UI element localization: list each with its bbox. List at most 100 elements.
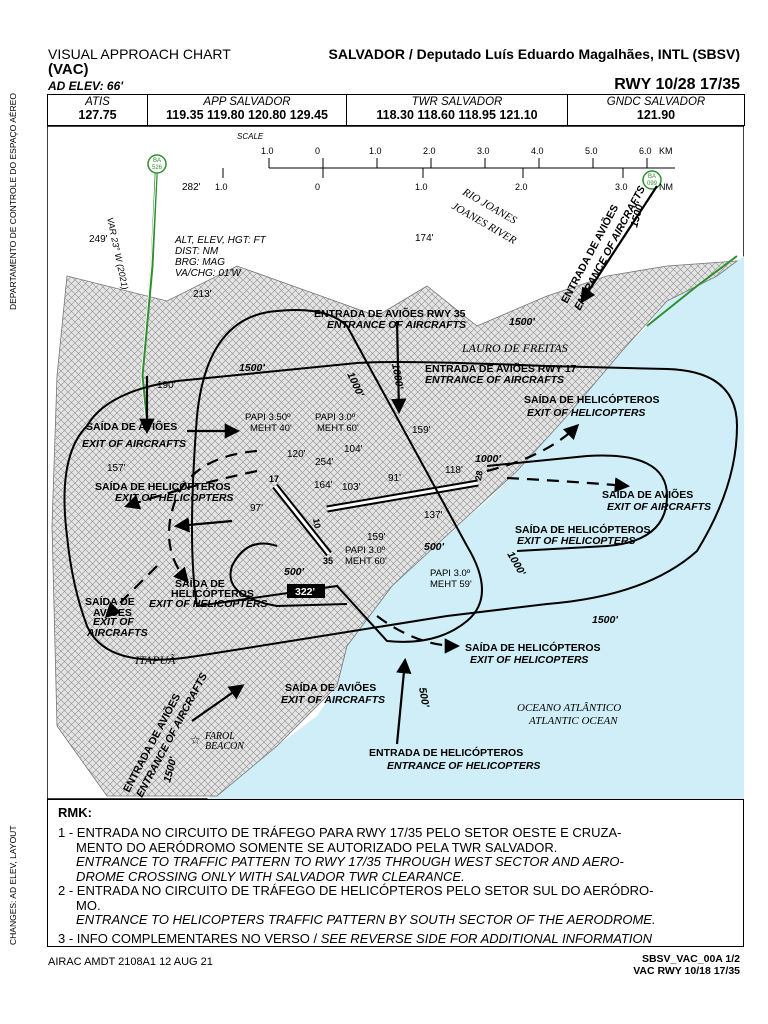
remark-2-pt: 2 - ENTRADA NO CIRCUITO DE TRÁFEGO DE HE… — [58, 883, 654, 913]
svg-text:282': 282' — [182, 182, 201, 193]
document-id: SBSV_VAC_00A 1/2 VAC RWY 10/18 17/35 — [633, 953, 740, 977]
beacon-icon: ☆ — [190, 733, 201, 747]
nm-tick-label: 3.0 — [615, 182, 628, 192]
svg-text:EXIT OF AIRCRAFTS: EXIT OF AIRCRAFTS — [82, 438, 186, 450]
remark-1-en: ENTRANCE TO TRAFFIC PATTERN TO RWY 17/35… — [76, 854, 624, 884]
spot-elevations: 282' 249' 213' 174' 190' 157' 120' 254' … — [89, 182, 463, 543]
svg-text:PAPI 3.0º: PAPI 3.0º — [345, 545, 386, 556]
runway-end-28: 28 — [473, 470, 485, 482]
svg-text:174': 174' — [415, 233, 434, 244]
svg-text:526: 526 — [152, 165, 163, 171]
svg-text:SAÍDA DE: SAÍDA DE — [85, 595, 135, 608]
svg-text:ENTRADA DE HELICÓPTEROS: ENTRADA DE HELICÓPTEROS — [369, 746, 523, 759]
ad-elevation: AD ELEV: 66' — [48, 79, 124, 93]
svg-text:SAÍDA DE HELICÓPTEROS: SAÍDA DE HELICÓPTEROS — [515, 523, 651, 536]
legend-line: DIST: NM — [175, 246, 219, 257]
svg-text:EXIT OF HELICOPTERS: EXIT OF HELICOPTERS — [527, 407, 645, 419]
place-lauro-de-freitas: LAURO DE FREITAS — [461, 341, 568, 355]
svg-text:254': 254' — [315, 457, 334, 468]
svg-text:ENTRADA DE AVIÕES RWY 35: ENTRADA DE AVIÕES RWY 35 — [314, 307, 466, 320]
remark-1-pt: 1 - ENTRADA NO CIRCUITO DE TRÁFEGO PARA … — [58, 825, 622, 855]
svg-text:157': 157' — [107, 463, 126, 474]
nm-tick-label: 0 — [315, 182, 320, 192]
km-tick-label: 4.0 — [531, 146, 544, 156]
remark-2-en: ENTRANCE TO HELICOPTERS TRAFFIC PATTERN … — [58, 912, 656, 927]
svg-text:1500': 1500' — [509, 316, 535, 328]
svg-text:213': 213' — [193, 289, 212, 300]
svg-text:BA: BA — [153, 158, 161, 164]
legend-line: VA/CHG: 01'W — [175, 268, 242, 279]
km-tick-label: 2.0 — [423, 146, 436, 156]
svg-text:164': 164' — [314, 480, 333, 491]
ocean-name-en: ATLANTIC OCEAN — [528, 715, 618, 727]
nm-tick-label: 1.0 — [215, 182, 228, 192]
svg-text:SAÍDA DE HELICÓPTEROS: SAÍDA DE HELICÓPTEROS — [465, 641, 601, 654]
svg-text:120': 120' — [287, 449, 306, 460]
remark-3: 3 - INFO COMPLEMENTARES NO VERSO / SEE R… — [58, 931, 652, 946]
svg-text:PAPI 3.50º: PAPI 3.50º — [245, 412, 291, 423]
svg-text:099: 099 — [647, 181, 658, 187]
svg-text:EXIT OF AIRCRAFTS: EXIT OF AIRCRAFTS — [607, 501, 711, 513]
svg-text:190': 190' — [157, 380, 176, 391]
svg-text:SAÍDA DE HELICÓPTEROS: SAÍDA DE HELICÓPTEROS — [524, 393, 660, 406]
svg-text:1000': 1000' — [475, 453, 501, 465]
svg-text:104': 104' — [344, 444, 363, 455]
side-text-changes: CHANGES: AD ELEV, LAYOUT — [8, 825, 18, 945]
airac-amendment: AIRAC AMDT 2108A1 12 AUG 21 — [48, 956, 213, 968]
svg-text:SAÍDA DE AVIÕES: SAÍDA DE AVIÕES — [602, 488, 693, 501]
km-unit: KM — [659, 146, 673, 156]
remarks-box: RMK: 1 - ENTRADA NO CIRCUITO DE TRÁFEGO … — [47, 799, 744, 947]
km-tick-label: 3.0 — [477, 146, 490, 156]
traffic-pattern-circuits — [63, 309, 739, 661]
svg-text:MEHT 60': MEHT 60' — [345, 556, 387, 567]
svg-text:159': 159' — [367, 532, 386, 543]
svg-text:91': 91' — [388, 473, 401, 484]
svg-text:137': 137' — [424, 510, 443, 521]
beacon-label: BEACON — [205, 741, 245, 752]
legend-line: BRG: MAG — [175, 257, 225, 268]
scale-label: SCALE — [237, 132, 264, 141]
svg-text:SAÍDA DE: SAÍDA DE — [175, 577, 225, 590]
runway-designators: RWY 10/28 17/35 — [614, 76, 740, 93]
papi-labels: PAPI 3.50º MEHT 40' PAPI 3.0º MEHT 60' P… — [245, 412, 472, 590]
svg-text:EXIT OF HELICOPTERS: EXIT OF HELICOPTERS — [115, 492, 233, 504]
nm-unit: NM — [659, 182, 673, 192]
svg-text:AVIÕES: AVIÕES — [93, 606, 132, 619]
km-tick-label: 0 — [315, 146, 320, 156]
svg-text:500': 500' — [416, 686, 431, 708]
svg-text:MEHT 40': MEHT 40' — [250, 423, 292, 434]
svg-text:500': 500' — [284, 566, 305, 578]
svg-text:ENTRANCE OF AIRCRAFTS: ENTRANCE OF AIRCRAFTS — [327, 319, 466, 331]
svg-text:ENTRADA DE AVIÕES RWY 17: ENTRADA DE AVIÕES RWY 17 — [425, 362, 577, 375]
svg-text:322': 322' — [295, 586, 315, 598]
svg-text:118': 118' — [445, 465, 463, 476]
runway-end-10: 10 — [311, 518, 323, 530]
svg-text:HELICÓPTEROS: HELICÓPTEROS — [171, 587, 254, 600]
km-tick-label: 1.0 — [261, 146, 274, 156]
svg-text:MEHT 59': MEHT 59' — [430, 579, 472, 590]
svg-text:BA: BA — [648, 174, 656, 180]
altitude-322-box — [287, 584, 325, 598]
svg-text:SAÍDA DE HELICÓPTEROS: SAÍDA DE HELICÓPTEROS — [95, 480, 231, 493]
svg-text:1000': 1000' — [389, 362, 405, 390]
svg-text:MEHT 60': MEHT 60' — [317, 423, 359, 434]
entry-exit-arrows — [139, 185, 658, 745]
road-shield-ba526 — [147, 154, 167, 174]
runway-end-17: 17 — [269, 474, 279, 484]
ocean-name-pt: OCEANO ATLÂNTICO — [517, 702, 621, 714]
svg-text:103': 103' — [342, 482, 361, 493]
svg-text:ENTRANCE OF HELICOPTERS: ENTRANCE OF HELICOPTERS — [387, 760, 540, 772]
nm-tick-label: 1.0 — [415, 182, 428, 192]
nm-tick-label: 2.0 — [515, 182, 528, 192]
urban-area — [51, 260, 739, 797]
svg-text:PAPI 3.0º: PAPI 3.0º — [430, 568, 471, 579]
atlantic-ocean — [207, 256, 744, 799]
svg-text:EXIT OF HELICOPTERS: EXIT OF HELICOPTERS — [517, 535, 635, 547]
svg-text:SAÍDA DE AVIÕES: SAÍDA DE AVIÕES — [285, 681, 376, 694]
